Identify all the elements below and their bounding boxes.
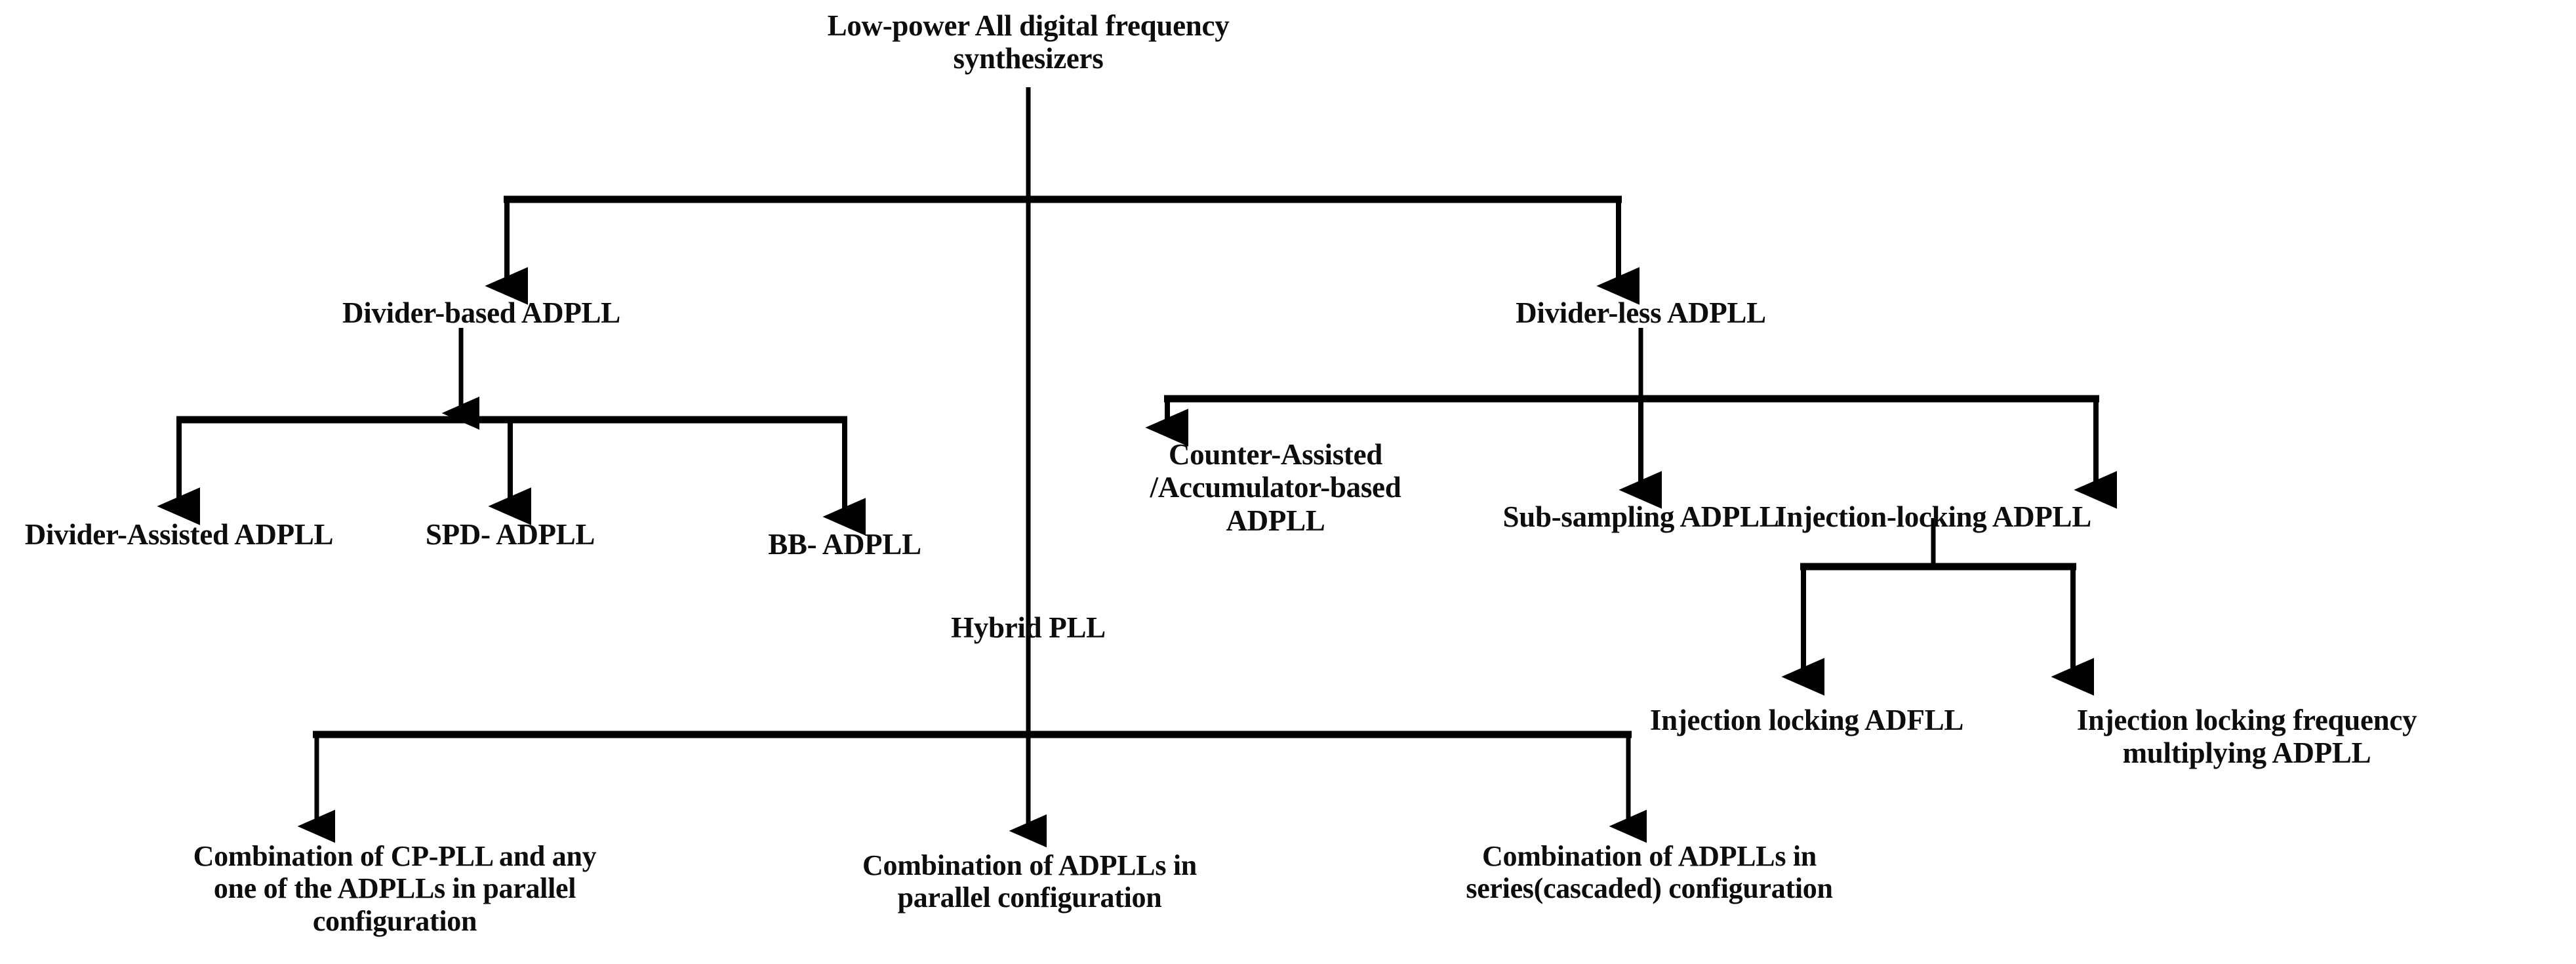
node-injection-locking-adpll: Injection-locking ADPLL	[1775, 500, 2091, 533]
node-bb-adpll: BB- ADPLL	[768, 528, 921, 561]
node-sub-sampling-adpll: Sub-sampling ADPLL	[1502, 500, 1779, 533]
node-injection-locking-adfll: Injection locking ADFLL	[1649, 704, 1964, 736]
node-divider-based-adpll: Divider-based ADPLL	[342, 296, 620, 329]
node-combination-adplls-series-cascaded: Combination of ADPLLs in series(cascaded…	[1466, 840, 1833, 905]
node-injection-locking-frequency-multiplying-adpll: Injection locking frequency multiplying …	[2076, 704, 2417, 770]
node-divider-assisted-adpll: Divider-Assisted ADPLL	[24, 518, 334, 551]
node-divider-less-adpll: Divider-less ADPLL	[1516, 296, 1766, 329]
node-root: Low-power All digital frequency synthesi…	[827, 9, 1230, 75]
node-hybrid-pll: Hybrid PLL	[951, 611, 1106, 644]
node-combination-cp-pll-parallel: Combination of CP-PLL and any one of the…	[193, 840, 597, 937]
node-counter-assisted-accumulator-based-adpll: Counter-Assisted /Accumulator-based ADPL…	[1150, 438, 1401, 537]
node-spd-adpll: SPD- ADPLL	[425, 518, 595, 551]
node-combination-adplls-parallel: Combination of ADPLLs in parallel config…	[862, 849, 1197, 914]
